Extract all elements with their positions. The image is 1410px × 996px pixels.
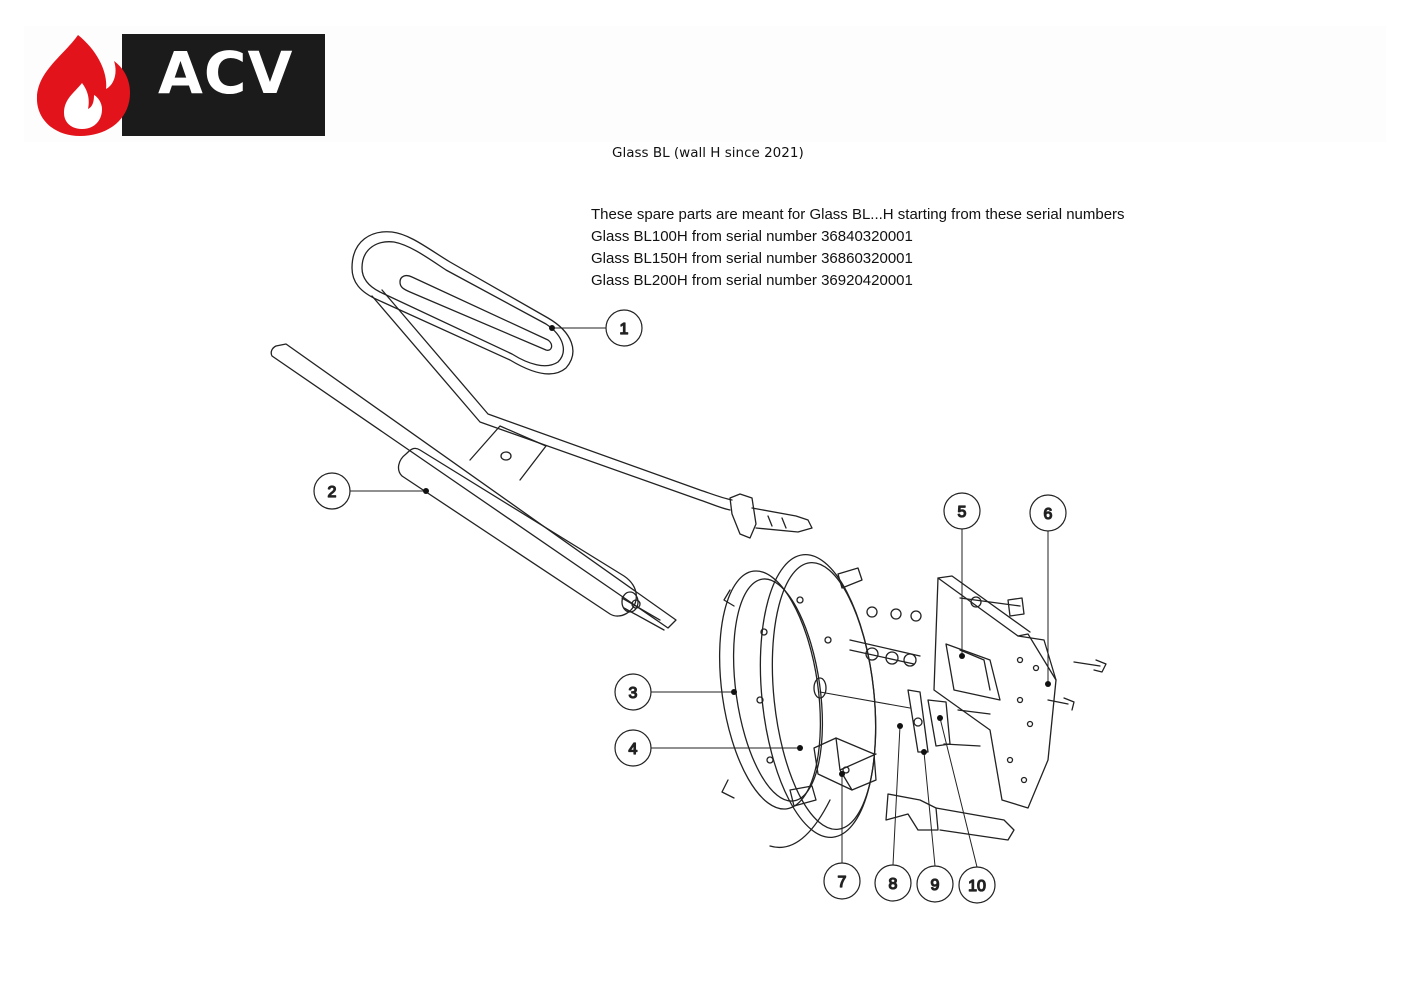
callout-1: 1 — [605, 309, 643, 347]
callout-4: 4 — [614, 729, 652, 767]
logo-block — [122, 34, 325, 136]
serial-notes: These spare parts are meant for Glass BL… — [591, 204, 1125, 292]
logo-text: ACV — [158, 39, 294, 107]
callout-8: 8 — [874, 864, 912, 902]
callout-label: 4 — [629, 741, 638, 758]
flange-part — [718, 554, 877, 849]
acv-logo — [34, 33, 325, 137]
callout-9: 9 — [916, 865, 954, 903]
anode-tube-part — [270, 343, 677, 631]
callout-label: 1 — [620, 321, 629, 338]
callout-2: 2 — [313, 472, 351, 510]
callout-label: 8 — [889, 876, 898, 893]
bracket-assembly-part — [885, 575, 1107, 841]
notes-line-intro: These spare parts are meant for Glass BL… — [591, 206, 1125, 223]
callout-label: 5 — [958, 504, 967, 521]
document-title: Glass BL (wall H since 2021) — [612, 145, 804, 161]
notes-line-bl100h: Glass BL100H from serial number 36840320… — [591, 228, 913, 245]
heating-element-part — [351, 231, 813, 539]
leader-lines — [349, 327, 1049, 868]
callout-10: 10 — [958, 866, 996, 904]
callout-3: 3 — [614, 673, 652, 711]
flame-icon — [36, 35, 130, 136]
notes-line-bl150h: Glass BL150H from serial number 36860320… — [591, 250, 913, 267]
callout-label: 2 — [328, 484, 337, 501]
callout-label: 7 — [838, 874, 847, 891]
notes-line-bl200h: Glass BL200H from serial number 36920420… — [591, 272, 913, 289]
callout-label: 9 — [931, 877, 940, 894]
thermostat-parts — [813, 606, 991, 791]
callout-7: 7 — [823, 862, 861, 900]
callout-label: 3 — [629, 685, 638, 702]
callout-label: 6 — [1044, 506, 1053, 523]
callout-6: 6 — [1029, 494, 1067, 532]
callout-5: 5 — [943, 492, 981, 530]
callout-label: 10 — [968, 878, 986, 895]
leader-dots — [423, 325, 1051, 777]
